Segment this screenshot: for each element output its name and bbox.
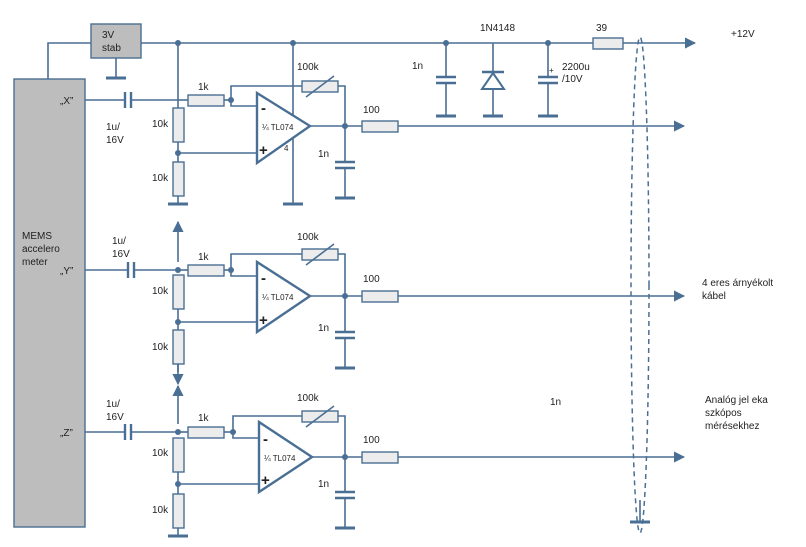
channel-y-rtop-label: 10k bbox=[152, 286, 169, 297]
channel-z-opamp bbox=[257, 419, 315, 495]
channel-z-plus-sign: + bbox=[261, 472, 270, 489]
channel-x-feedback-left bbox=[230, 85, 302, 100]
channel-y-feedback-right bbox=[338, 253, 346, 296]
channel-x-feedback-right bbox=[338, 85, 346, 126]
channel-x: „X” 1u/ 16V 10k 10k 1k - + ¼ TL074 100k bbox=[60, 62, 686, 206]
channel-z-opamp-label: ¼ TL074 bbox=[264, 454, 296, 463]
supply-voltage-label: +12V bbox=[731, 29, 755, 40]
channel-z-cap-label-2: 16V bbox=[106, 412, 124, 423]
channel-y-divider-top bbox=[172, 274, 185, 310]
channel-z-rtop-label: 10k bbox=[152, 448, 169, 459]
shielded-cable: 4 eres árnyékolt kábel Analóg jel eka sz… bbox=[550, 36, 773, 534]
elcap-label-line2: /10V bbox=[562, 74, 583, 85]
channel-y-opamp bbox=[255, 259, 313, 335]
cable-label-line1: 4 eres árnyékolt bbox=[702, 278, 773, 289]
mems-label-line2: accelero bbox=[22, 244, 60, 255]
channel-y-r-fb-wiper bbox=[305, 243, 335, 266]
channel-y-inv-input bbox=[230, 270, 257, 277]
channel-x-r-fb-label: 100k bbox=[297, 62, 320, 73]
channel-y: „Y” 1u/ 16V 10k 10k 1k - + ¼ TL074 100k bbox=[60, 220, 686, 386]
mems-supply-wire bbox=[47, 42, 91, 79]
channel-x-rbot-label: 10k bbox=[152, 173, 169, 184]
channel-x-divider-top bbox=[172, 107, 185, 143]
resistor-39-label: 39 bbox=[596, 23, 608, 34]
mems-label-line3: meter bbox=[22, 257, 48, 268]
channel-x-plus-sign: + bbox=[259, 142, 268, 159]
channel-z-feedback-right bbox=[338, 415, 346, 457]
channel-x-r-fb-wiper bbox=[305, 75, 335, 98]
mems-accelerometer-block bbox=[13, 78, 86, 528]
cable-shield-ellipse bbox=[630, 36, 650, 534]
channel-x-r-out bbox=[361, 120, 399, 133]
channel-y-cap-label-1: 1u/ bbox=[112, 236, 126, 247]
channel-x-r-in bbox=[187, 94, 225, 107]
elcap-label-line1: 2200u bbox=[562, 62, 590, 73]
power-supply-section: MEMS accelero meter 3V stab 39 +12V 4 bbox=[13, 23, 755, 528]
channel-y-opamp-label: ¼ TL074 bbox=[262, 293, 294, 302]
channel-y-r-in-label: 1k bbox=[198, 252, 210, 263]
channel-x-divider-bottom bbox=[172, 161, 185, 197]
channel-z-divider-bottom bbox=[172, 493, 185, 529]
channel-z-c-out-label: 1n bbox=[318, 479, 329, 490]
resistor-39 bbox=[592, 37, 624, 50]
channel-y-r-fb-label: 100k bbox=[297, 232, 320, 243]
channel-y-rbot-label: 10k bbox=[152, 342, 169, 353]
channel-z-r-out-label: 100 bbox=[363, 435, 380, 446]
channel-x-r-out-label: 100 bbox=[363, 105, 380, 116]
regulator-3v-block bbox=[90, 23, 142, 59]
channel-x-inv-input bbox=[230, 100, 257, 107]
note-label-line2: szkópos bbox=[705, 408, 742, 419]
diode-triangle bbox=[480, 71, 506, 90]
channel-z-minus-sign: - bbox=[263, 431, 268, 448]
channel-z: „Z” 1u/ 16V 10k 10k 1k - + ¼ TL074 100k bbox=[60, 384, 686, 538]
channel-z-cap-label-1: 1u/ bbox=[106, 399, 120, 410]
channel-y-r-in bbox=[187, 264, 225, 277]
channel-x-opamp-label: ¼ TL074 bbox=[262, 123, 294, 132]
channel-x-cap-label-2: 16V bbox=[106, 135, 124, 146]
channel-z-divider-top bbox=[172, 437, 185, 473]
channel-y-r-out bbox=[361, 290, 399, 303]
channel-x-opamp bbox=[255, 90, 313, 166]
channel-x-r-in-label: 1k bbox=[198, 82, 210, 93]
elcap-plus-sign: + bbox=[549, 66, 554, 75]
channel-y-divider-bottom bbox=[172, 329, 185, 365]
diode-label: 1N4148 bbox=[480, 23, 515, 34]
channel-y-r-out-label: 100 bbox=[363, 274, 380, 285]
channel-y-cap-label-2: 16V bbox=[112, 249, 130, 260]
channel-x-c-out-label: 1n bbox=[318, 149, 329, 160]
channel-x-rtop-label: 10k bbox=[152, 119, 169, 130]
note-label-line3: mérésekhez bbox=[705, 421, 759, 432]
stray-1n-label: 1n bbox=[550, 397, 561, 408]
opamp-pin-4-label: 4 bbox=[284, 144, 289, 153]
channel-y-minus-sign: - bbox=[261, 270, 266, 287]
channel-z-inv-input bbox=[232, 432, 259, 439]
channel-z-r-in bbox=[187, 426, 225, 439]
regulator-label-line1: 3V bbox=[102, 30, 115, 41]
channel-y-plus-sign: + bbox=[259, 312, 268, 329]
regulator-label-line2: stab bbox=[102, 43, 121, 54]
decoupling-cap-label: 1n bbox=[412, 61, 423, 72]
channel-x-minus-sign: - bbox=[261, 100, 266, 117]
mems-label-line1: MEMS bbox=[22, 231, 52, 242]
channel-y-feedback-left bbox=[230, 253, 302, 270]
channel-y-c-out-label: 1n bbox=[318, 323, 329, 334]
channel-y-name: „Y” bbox=[60, 266, 73, 277]
channel-x-name: „X” bbox=[60, 96, 73, 107]
channel-z-r-out bbox=[361, 451, 399, 464]
channel-z-r-in-label: 1k bbox=[198, 413, 210, 424]
channel-z-r-fb-wiper bbox=[305, 405, 335, 428]
channel-z-feedback-left bbox=[232, 415, 302, 432]
note-label-line1: Analóg jel eka bbox=[705, 395, 768, 406]
channel-z-rbot-label: 10k bbox=[152, 505, 169, 516]
channel-z-r-fb-label: 100k bbox=[297, 393, 320, 404]
cable-label-line2: kábel bbox=[702, 291, 726, 302]
channel-x-cap-label-1: 1u/ bbox=[106, 122, 120, 133]
channel-z-name: „Z” bbox=[60, 428, 73, 439]
